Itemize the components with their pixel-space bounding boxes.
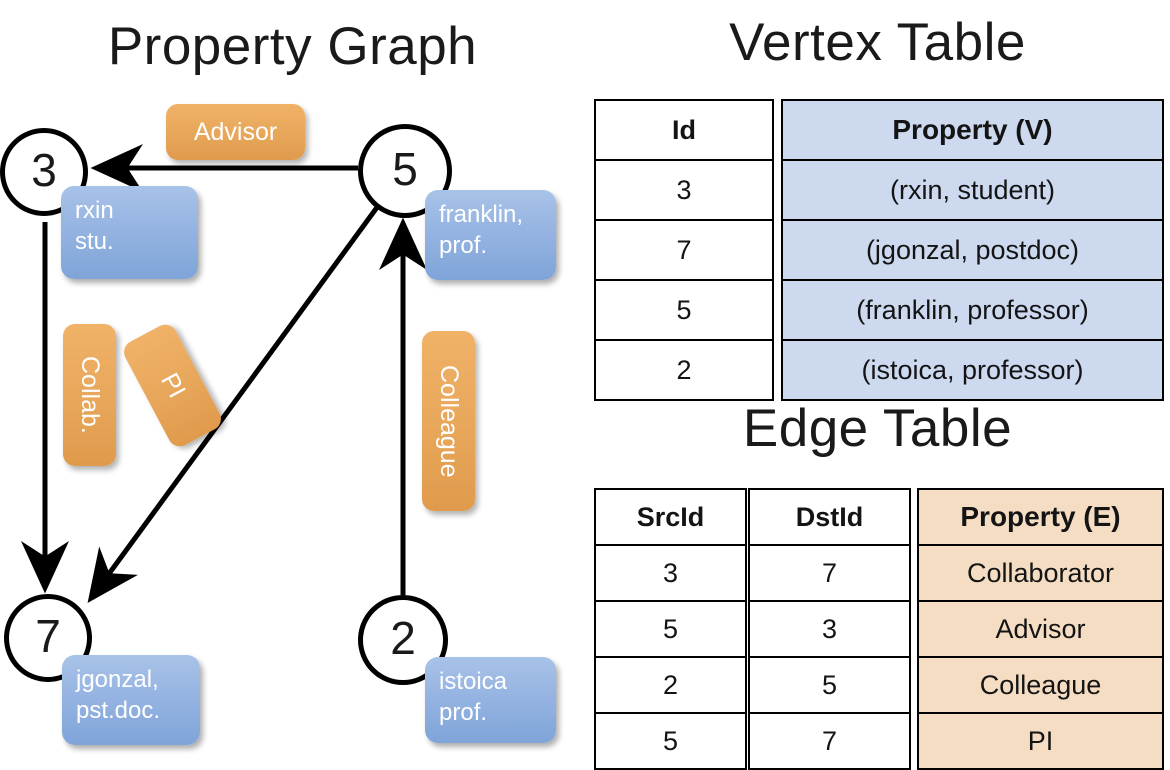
edge-table-cell-property: PI xyxy=(917,712,1164,770)
edge-table-dstid-column: DstId 7 3 5 7 xyxy=(748,488,911,770)
table-row: 3 xyxy=(594,544,747,602)
edge-table-header-dstid: DstId xyxy=(748,488,911,546)
page-title-vertex-table: Vertex Table xyxy=(729,13,1026,72)
vertex-table-cell-property: (jgonzal, postdoc) xyxy=(781,219,1164,281)
node-property-box-rxin: rxin stu. xyxy=(61,186,198,279)
node-property-line: prof. xyxy=(439,232,488,260)
table-row: Collaborator xyxy=(917,544,1164,602)
edge-label-advisor: Advisor xyxy=(166,104,305,160)
edge-label-pi-text: PI xyxy=(155,368,191,403)
table-row: 7 xyxy=(748,712,911,770)
edge-table-cell-dstid: 7 xyxy=(748,712,911,770)
node-property-line: rxin xyxy=(75,197,114,224)
edge-5-to-7 xyxy=(87,204,381,604)
edge-table-cell-dstid: 3 xyxy=(748,600,911,658)
vertex-table-cell-property: (franklin, professor) xyxy=(781,279,1164,341)
node-property-line: franklin, xyxy=(439,201,524,228)
table-row: 7 xyxy=(594,219,774,281)
graph-node-2[interactable]: 2 xyxy=(358,595,448,685)
edge-table-header-property: Property (E) xyxy=(917,488,1164,546)
edge-table-srcid-column: SrcId 3 5 2 5 xyxy=(594,488,747,770)
edge-label-colleague-text: Colleague xyxy=(435,364,463,478)
table-row: 7 xyxy=(748,544,911,602)
table-row: 3 xyxy=(748,600,911,658)
table-row: 5 xyxy=(594,279,774,341)
graph-node-7-label: 7 xyxy=(35,610,61,662)
table-row: 5 xyxy=(594,712,747,770)
edge-label-advisor-text: Advisor xyxy=(193,117,278,146)
node-property-line: istoica xyxy=(439,668,508,695)
table-row: (franklin, professor) xyxy=(781,279,1164,341)
table-header-row: SrcId xyxy=(594,488,747,546)
node-property-box-istoica: istoica prof. xyxy=(425,657,556,743)
edge-table-cell-srcid: 5 xyxy=(594,712,747,770)
edge-table-cell-property: Collaborator xyxy=(917,544,1164,602)
table-row: 5 xyxy=(748,656,911,714)
vertex-table-cell-id: 5 xyxy=(594,279,774,341)
edge-label-colleague: Colleague xyxy=(422,331,475,511)
edge-label-collab-text: Collab. xyxy=(76,356,104,434)
table-row: 2 xyxy=(594,339,774,401)
node-property-line: stu. xyxy=(75,228,114,256)
table-header-row: Property (V) xyxy=(781,99,1164,161)
node-property-box-franklin: franklin, prof. xyxy=(425,190,556,280)
table-row: 2 xyxy=(594,656,747,714)
table-row: (rxin, student) xyxy=(781,159,1164,221)
vertex-table-cell-id: 2 xyxy=(594,339,774,401)
edge-table-cell-property: Colleague xyxy=(917,656,1164,714)
vertex-table-property-column: Property (V) (rxin, student) (jgonzal, p… xyxy=(781,99,1164,401)
table-row: Colleague xyxy=(917,656,1164,714)
edge-table-property-column: Property (E) Collaborator Advisor Collea… xyxy=(917,488,1164,770)
graph-node-5[interactable]: 5 xyxy=(358,124,452,218)
vertex-table-cell-id: 3 xyxy=(594,159,774,221)
edge-table-cell-srcid: 5 xyxy=(594,600,747,658)
vertex-table-id-column: Id 3 7 5 2 xyxy=(594,99,774,401)
table-row: (istoica, professor) xyxy=(781,339,1164,401)
page-title-edge-table: Edge Table xyxy=(742,399,1013,458)
node-property-box-jgonzal: jgonzal, pst.doc. xyxy=(62,655,200,745)
table-row: Advisor xyxy=(917,600,1164,658)
edge-table-cell-dstid: 7 xyxy=(748,544,911,602)
edge-table-header-srcid: SrcId xyxy=(594,488,747,546)
vertex-table-cell-property: (rxin, student) xyxy=(781,159,1164,221)
table-header-row: Id xyxy=(594,99,774,161)
graph-edge-lines xyxy=(21,144,427,604)
edge-label-collab: Collab. xyxy=(63,324,116,466)
page-title-property-graph: Property Graph xyxy=(107,17,478,76)
table-row: 3 xyxy=(594,159,774,221)
node-property-line: prof. xyxy=(439,699,488,727)
vertex-table-header-id: Id xyxy=(594,99,774,161)
vertex-table-header-property: Property (V) xyxy=(781,99,1164,161)
table-header-row: DstId xyxy=(748,488,911,546)
node-property-line: jgonzal, xyxy=(76,666,159,693)
edge-table-cell-property: Advisor xyxy=(917,600,1164,658)
edge-table-cell-dstid: 5 xyxy=(748,656,911,714)
table-header-row: Property (E) xyxy=(917,488,1164,546)
vertex-table-cell-id: 7 xyxy=(594,219,774,281)
edge-table-cell-srcid: 3 xyxy=(594,544,747,602)
graph-node-3-label: 3 xyxy=(31,144,57,196)
table-row: (jgonzal, postdoc) xyxy=(781,219,1164,281)
graph-node-2-label: 2 xyxy=(390,612,416,664)
graph-node-5-label: 5 xyxy=(392,143,418,195)
node-property-line: pst.doc. xyxy=(76,697,161,725)
table-row: 5 xyxy=(594,600,747,658)
property-graph-diagram: 3 5 7 2 rxin stu. franklin, prof. jgonza… xyxy=(0,0,585,760)
edge-table-cell-srcid: 2 xyxy=(594,656,747,714)
table-row: PI xyxy=(917,712,1164,770)
vertex-table-cell-property: (istoica, professor) xyxy=(781,339,1164,401)
